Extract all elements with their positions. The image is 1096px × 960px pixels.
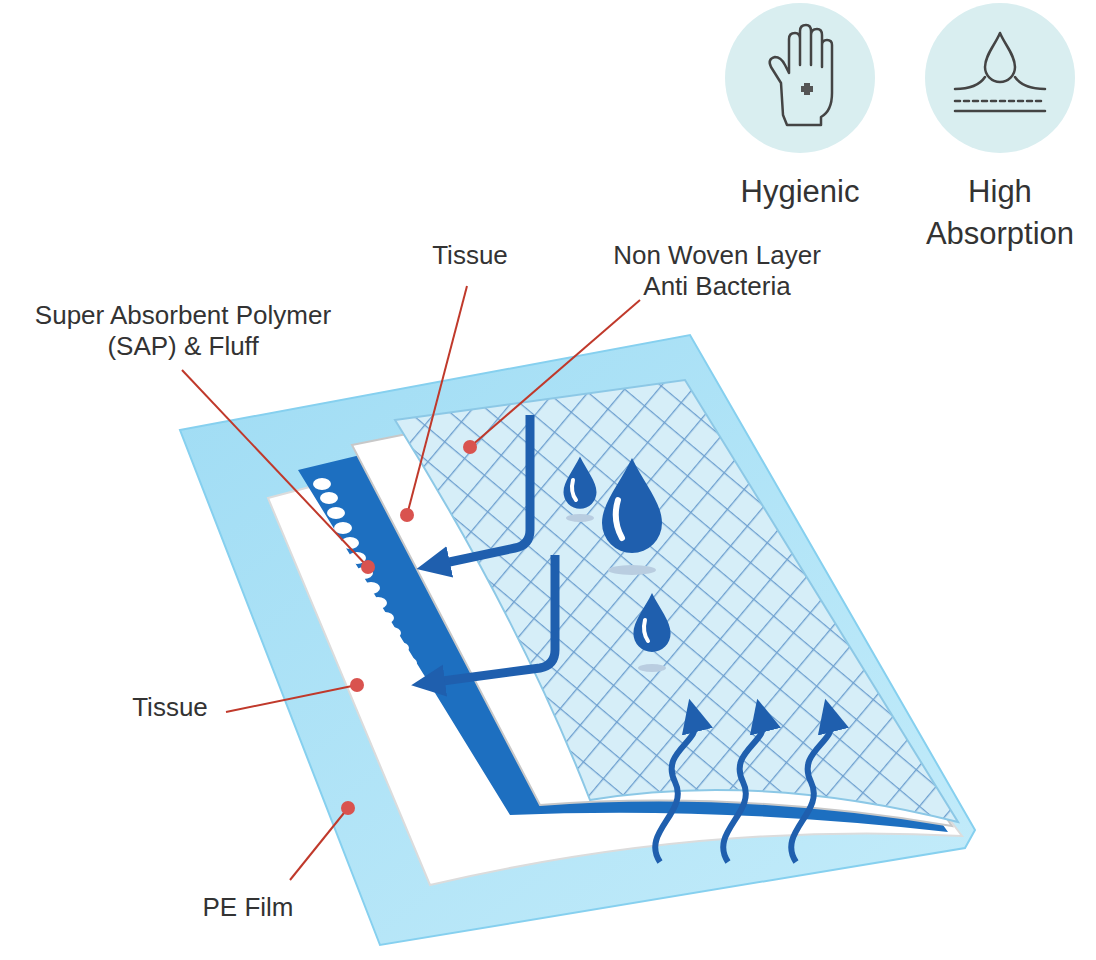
flow-arrow (435, 555, 555, 682)
layer-label: Tissue (110, 692, 230, 723)
water-drop (564, 457, 597, 509)
air-arrow (723, 722, 763, 862)
drop-shadow (566, 514, 594, 522)
absorption-icon (955, 33, 1045, 111)
drop-highlight (644, 620, 648, 641)
hand-icon (770, 25, 832, 125)
pe-film-layer (180, 335, 975, 945)
leader-lines (182, 286, 640, 880)
air-arrow (791, 722, 831, 862)
feature-label: High Absorption (900, 171, 1096, 255)
layer-label: PE Film (178, 892, 318, 923)
drop-shadow (638, 664, 666, 672)
feature-badge: High Absorption (925, 3, 1075, 153)
water-drop (602, 458, 662, 553)
drop-shadow (608, 565, 656, 575)
layer-label: Non Woven Layer Anti Bacteria (592, 240, 842, 302)
feature-badge: Hygienic (725, 3, 875, 153)
badge-circle (925, 3, 1075, 153)
water-drop (633, 593, 670, 652)
flow-arrow (440, 415, 530, 564)
badge-circle (725, 3, 875, 153)
drop-highlight (616, 500, 622, 538)
drop-highlight (572, 480, 576, 500)
layer-label: Tissue (410, 240, 530, 271)
feature-label: Hygienic (700, 171, 900, 213)
layer-label: Super Absorbent Polymer (SAP) & Fluff (8, 300, 358, 362)
leader-dots (341, 440, 477, 815)
air-arrow (655, 722, 695, 862)
